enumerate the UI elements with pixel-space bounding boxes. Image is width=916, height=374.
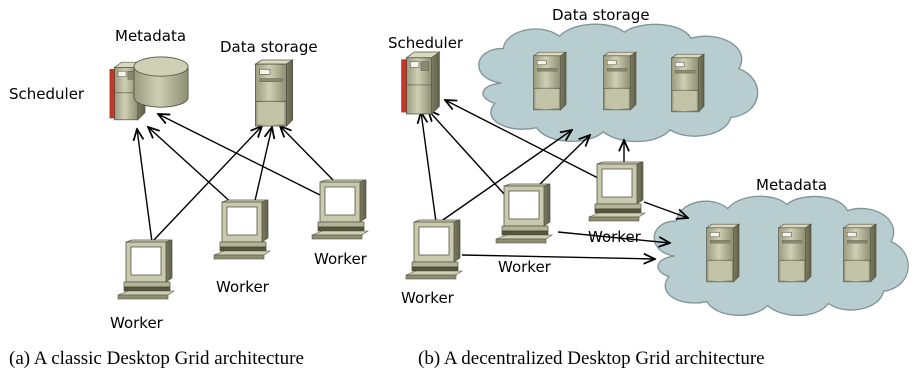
data-storage-label: Data storage xyxy=(220,38,318,56)
caption-a: (a) A classic Desktop Grid architecture xyxy=(9,348,304,369)
edge-worker3-to-data-storage xyxy=(280,126,337,184)
panel-a: Metadata Scheduler Data storage Worker W… xyxy=(9,27,369,369)
edge-worker2-to-scheduler xyxy=(148,127,235,206)
worker-1-label-b: Worker xyxy=(401,289,455,307)
data-storage-server-3-icon xyxy=(671,53,705,113)
worker-1-workstation-icon xyxy=(117,239,175,300)
metadata-label: Metadata xyxy=(115,27,186,45)
worker-2-workstation-icon xyxy=(213,199,271,260)
edge-worker3-to-scheduler xyxy=(158,114,321,196)
worker-3-workstation-icon-b xyxy=(588,161,646,222)
scheduler-label: Scheduler xyxy=(9,85,85,103)
data-storage-label-b: Data storage xyxy=(552,6,650,24)
worker-3-workstation-icon xyxy=(311,179,369,240)
edge-worker3-to-metadata-b xyxy=(643,201,688,218)
edge-worker2-to-scheduler-b xyxy=(428,110,506,196)
worker-3-label-b: Worker xyxy=(588,228,642,246)
worker-2-label-b: Worker xyxy=(498,258,552,276)
data-storage-server-1-icon xyxy=(533,51,567,111)
scheduler-server-icon-b xyxy=(401,51,440,115)
data-storage-server-icon xyxy=(254,59,294,127)
scheduler-label-b: Scheduler xyxy=(388,34,464,52)
metadata-server-3-icon xyxy=(843,223,877,283)
metadata-database-icon xyxy=(133,56,189,108)
edge-worker1-to-metadata-b xyxy=(461,255,655,259)
edge-worker2-to-metadata-b xyxy=(557,231,670,243)
data-storage-server-2-icon xyxy=(603,51,637,111)
metadata-server-2-icon xyxy=(778,223,812,283)
edge-worker3-to-scheduler-b xyxy=(445,100,599,179)
worker-1-label: Worker xyxy=(110,314,164,332)
worker-2-label: Worker xyxy=(216,278,270,296)
caption-b: (b) A decentralized Desktop Grid archite… xyxy=(418,348,765,369)
edge-worker1-to-scheduler-b xyxy=(421,112,437,223)
edge-worker1-to-data-storage-b xyxy=(439,130,572,223)
panel-b: Data storage Scheduler Metadata Worker W… xyxy=(388,6,909,369)
edge-worker1-to-data-storage xyxy=(151,126,262,243)
worker-1-workstation-icon-b xyxy=(405,219,463,280)
metadata-label-b: Metadata xyxy=(756,176,827,194)
edge-worker1-to-scheduler xyxy=(137,129,153,243)
metadata-server-1-icon xyxy=(706,223,740,283)
worker-3-label: Worker xyxy=(314,250,368,268)
worker-2-workstation-icon-b xyxy=(495,183,553,244)
